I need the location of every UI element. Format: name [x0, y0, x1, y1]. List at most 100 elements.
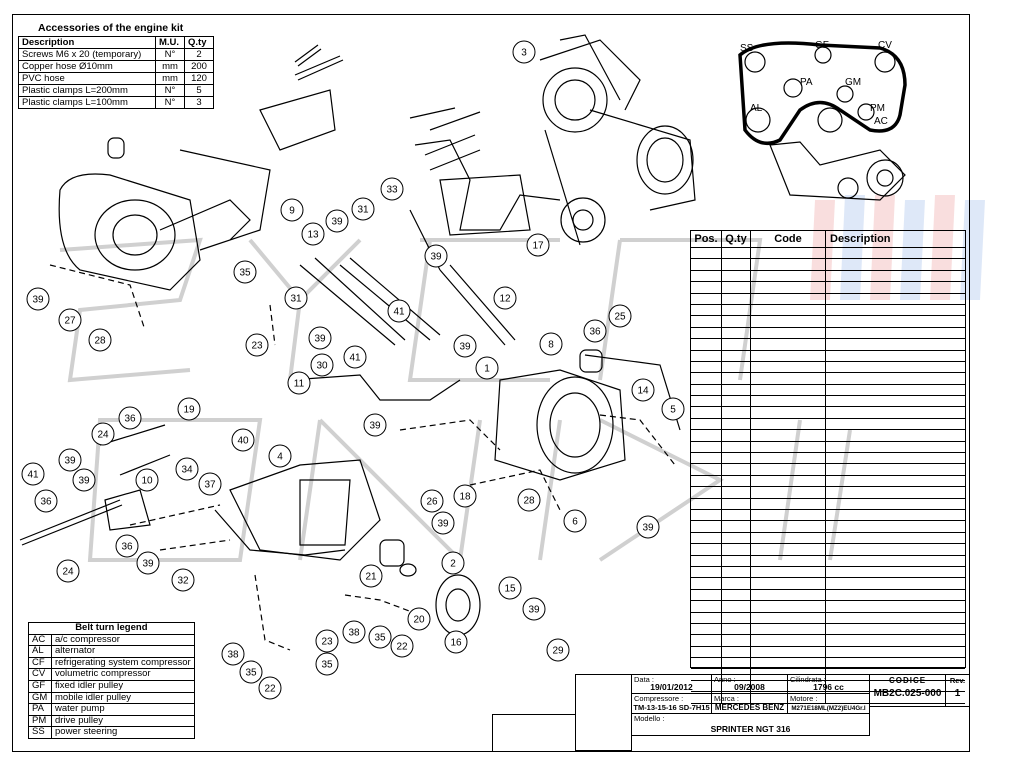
- acc-row: Copper hose Ø10mm mm 200: [18, 60, 214, 73]
- callout-bubble: 34: [175, 457, 199, 481]
- callout-number: 6: [572, 517, 578, 528]
- callout-bubble: 39: [26, 287, 50, 311]
- callout-number: 5: [670, 405, 676, 416]
- codice-label: CODICE: [888, 676, 927, 685]
- callout-number: 39: [64, 456, 76, 467]
- parts-cell: [691, 601, 722, 612]
- callout-bubble: 35: [368, 625, 392, 649]
- callout-number: 39: [314, 334, 326, 345]
- rev-value: 1: [954, 688, 961, 699]
- compressore-label: Compressore :: [634, 694, 684, 703]
- belt-legend-title: Belt turn legend: [28, 622, 195, 635]
- parts-table-row: [691, 635, 965, 647]
- callout-bubble: 38: [342, 620, 366, 644]
- callout-bubble: 12: [493, 286, 517, 310]
- parts-header-pos: Pos.: [691, 231, 722, 247]
- callout-bubble: 39: [72, 468, 96, 492]
- parts-cell: [722, 430, 751, 441]
- parts-cell: [691, 566, 722, 578]
- parts-table-row: [691, 601, 965, 613]
- callout-number: 15: [504, 584, 516, 595]
- callout-number: 17: [532, 241, 544, 252]
- parts-cell: [722, 293, 751, 304]
- callout-bubble: 38: [221, 642, 245, 666]
- parts-cell: [722, 396, 751, 407]
- callout-number: 28: [523, 496, 535, 507]
- parts-table-row: [691, 441, 965, 454]
- title-block: Data : 19/01/2012 Anno : 09/2008 Cilindr…: [575, 674, 970, 752]
- parts-cell: [691, 270, 722, 282]
- parts-cell: [826, 453, 965, 463]
- belt-label-ss: SS: [740, 43, 754, 54]
- cilindrata-label: Cilindrata :: [790, 675, 826, 684]
- parts-cell: [691, 475, 722, 487]
- parts-cell: [722, 259, 751, 270]
- parts-cell: [691, 407, 722, 418]
- callout-bubble: 35: [233, 260, 257, 284]
- anno-label: Anno :: [714, 675, 736, 684]
- legend-desc: water pump: [51, 703, 195, 716]
- parts-cell: [722, 635, 751, 646]
- parts-cell: [691, 532, 722, 544]
- parts-table-row: [691, 555, 965, 567]
- callout-bubble: 6: [563, 509, 587, 533]
- callout-number: 25: [614, 312, 626, 323]
- parts-table-row: [691, 248, 965, 260]
- callout-bubble: 39: [431, 511, 455, 535]
- callout-bubble: 39: [522, 597, 546, 621]
- parts-cell: [826, 578, 965, 588]
- parts-cell: [691, 521, 722, 532]
- acc-row: PVC hose mm 120: [18, 72, 214, 85]
- callout-number: 14: [637, 386, 649, 397]
- callout-bubble: 4: [268, 444, 292, 468]
- parts-cell: [722, 521, 751, 532]
- callout-bubble: 21: [359, 564, 383, 588]
- callout-bubble: 29: [546, 638, 570, 662]
- callout-bubble: 17: [526, 233, 550, 257]
- parts-cell: [691, 498, 722, 509]
- callout-bubble: 36: [583, 319, 607, 343]
- callout-bubble: 33: [380, 177, 404, 201]
- callout-bubble: 18: [453, 484, 477, 508]
- callout-bubble: 19: [177, 397, 201, 421]
- parts-cell: [722, 509, 751, 521]
- parts-cell: [826, 556, 965, 566]
- acc-row: Plastic clamps L=200mm N° 5: [18, 84, 214, 97]
- callout-number: 39: [369, 421, 381, 432]
- marca-label: Marca :: [714, 694, 740, 703]
- parts-cell: [722, 692, 751, 703]
- parts-cell: [751, 259, 826, 270]
- parts-cell: [751, 566, 826, 578]
- callout-number: 36: [124, 414, 136, 425]
- parts-cell: [751, 350, 826, 361]
- parts-cell: [826, 533, 965, 543]
- callout-number: 12: [499, 294, 511, 305]
- callout-number: 39: [331, 217, 343, 228]
- callout-number: 39: [437, 519, 449, 530]
- callout-bubble: 35: [315, 652, 339, 676]
- parts-cell: [722, 339, 751, 350]
- callout-number: 11: [294, 379, 305, 390]
- parts-cell: [751, 623, 826, 635]
- parts-cell: [722, 623, 751, 635]
- parts-cell: [826, 385, 965, 395]
- parts-cell: [826, 647, 965, 657]
- parts-cell: [751, 555, 826, 566]
- parts-table-row: [691, 692, 965, 704]
- parts-cell: [722, 304, 751, 316]
- parts-cell: [722, 270, 751, 282]
- parts-cell: [826, 305, 965, 315]
- parts-cell: [826, 362, 965, 372]
- compressore-value: TM-13-15-16 SD-7H15: [633, 703, 710, 712]
- legend-desc: a/c compressor: [51, 633, 195, 647]
- acc-row: Plastic clamps L=100mm N° 3: [18, 96, 214, 109]
- callout-number: 41: [349, 353, 361, 364]
- callout-bubble: 31: [351, 197, 375, 221]
- parts-table: Pos. Q.ty Code Description: [690, 230, 966, 704]
- modello-label: Modello :: [634, 714, 665, 723]
- compressor-body-left: [58, 173, 201, 291]
- callout-number: 39: [78, 476, 90, 487]
- parts-cell: [691, 293, 722, 304]
- parts-cell: [826, 396, 965, 406]
